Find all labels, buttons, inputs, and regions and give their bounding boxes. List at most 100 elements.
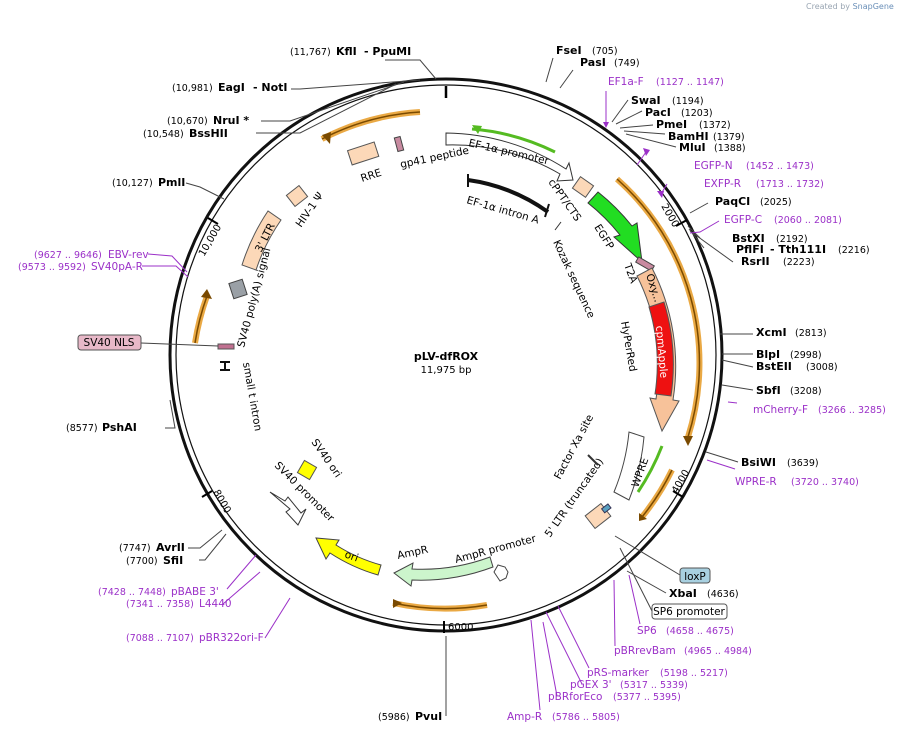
- pbrrevbam-pos: (4965 .. 4984): [684, 646, 752, 657]
- small-t-label: small t intron: [240, 361, 264, 432]
- gp41-label: gp41 peptide: [399, 145, 470, 171]
- ef1af-name: EF1a-F: [608, 76, 644, 88]
- sfii-name: SfiI: [163, 554, 183, 567]
- arrow-right-lower: [641, 469, 673, 518]
- paci-pos: (1203): [681, 108, 713, 119]
- kfli-pos: (11,767): [290, 47, 331, 58]
- cppt-box: [571, 175, 595, 199]
- pgex3-pos: (5317 .. 5339): [620, 680, 688, 691]
- pbrrevbam-name: pBRrevBam: [614, 645, 676, 657]
- eagi-pos: (10,981): [172, 83, 213, 94]
- arrowhead-left: [201, 289, 212, 299]
- bamhi-name: BamHI: [668, 130, 709, 143]
- plasmid-size: 11,975 bp: [421, 365, 472, 376]
- arrow-right: [616, 178, 701, 438]
- bsteii-pos: (3008): [806, 362, 838, 373]
- bsteii-name: BstEII: [756, 360, 792, 373]
- nrui-pos: (10,670): [167, 116, 208, 127]
- egfpc-pos: (2060 .. 2081): [774, 215, 842, 226]
- arrowhead-green-top: [472, 125, 482, 134]
- factor-xa-mark: [587, 454, 599, 466]
- paqci-name: PaqCI: [715, 195, 750, 208]
- kozak-mark: [554, 221, 562, 231]
- bsiwi-pos: (3639): [787, 458, 819, 469]
- pmli-pos: (10,127): [112, 178, 153, 189]
- pvui-name: PvuI: [415, 710, 442, 723]
- sp6promoter-leader: [619, 547, 653, 612]
- ebvrev-pos: (9627 .. 9646): [34, 250, 102, 261]
- snapgene-credit: Created by SnapGene: [806, 2, 894, 11]
- exfpr-pos: (1713 .. 1732): [756, 179, 824, 190]
- mcherryf-pos: (3266 .. 3285): [818, 405, 886, 416]
- cpmapple-box: [648, 301, 674, 397]
- pbrforeco-pos: (5377 .. 5395): [613, 692, 681, 703]
- pbr322orif-name: pBR322ori-F: [199, 632, 264, 644]
- pflfi-name: PflFI: [736, 243, 764, 256]
- ampr-label: AmpR: [396, 544, 429, 562]
- ampr-primer-pos: (5786 .. 5805): [552, 712, 620, 723]
- bsshii-name: BssHII: [189, 127, 228, 140]
- ltr5-blue-mark: [600, 503, 612, 514]
- gp41-box: [393, 135, 405, 153]
- loxp-text: loxP: [684, 571, 706, 583]
- ltr3-box: [241, 210, 282, 271]
- ebvrev-name: EBV-rev: [108, 249, 149, 261]
- enzyme-leaders: [165, 57, 754, 716]
- sv40par-pos: (9573 .. 9592): [18, 262, 86, 273]
- sp6promoter-text: SP6 promoter: [653, 606, 725, 618]
- pflfi-pos: (2216): [838, 245, 870, 256]
- paqci-pos: (2025): [760, 197, 792, 208]
- backbone-outer: [168, 77, 724, 633]
- rsrii-pos: (2223): [783, 257, 815, 268]
- rre-box: [346, 141, 380, 166]
- prsmarker-pos: (5198 .. 5217): [660, 668, 728, 679]
- band-top-left: [320, 109, 421, 142]
- primer-arrow-ef1af: [603, 122, 609, 128]
- mcherryf-name: mCherry-F: [753, 404, 808, 416]
- ef1a-promoter-arrow: [445, 132, 574, 182]
- plasmid-name: pLV-dfROX: [414, 350, 479, 363]
- pbr322orif-pos: (7088 .. 7107): [126, 633, 194, 644]
- xbai-name: XbaI: [669, 587, 697, 600]
- l4440-pos: (7341 .. 7358): [126, 599, 194, 610]
- small-t-intron-mark: [220, 361, 230, 371]
- loxp-leader: [614, 535, 681, 576]
- sv40nls-mark: [217, 343, 235, 350]
- noti-name: - NotI: [253, 81, 288, 94]
- pbabe3-pos: (7428 .. 7448): [98, 587, 166, 598]
- bsiwi-name: BsiWI: [741, 456, 776, 469]
- kozak-label: Kozak sequence: [550, 238, 597, 320]
- ori-label: ori: [343, 549, 360, 565]
- backbone-inner: [175, 84, 717, 626]
- rre-label: RRE: [359, 167, 383, 185]
- ori-arrow: [315, 537, 382, 576]
- wprer-name: WPRE-R: [735, 476, 777, 488]
- sv40polya-box: [228, 278, 248, 300]
- xbai-pos: (4636): [707, 589, 739, 600]
- pvui-pos: (5986): [378, 712, 410, 723]
- arrowhead-right-lower: [639, 513, 647, 521]
- arrowhead-top-left: [322, 132, 331, 144]
- scale-ticks: [201, 217, 688, 633]
- pgex3-name: pGEX 3': [570, 679, 612, 691]
- cpmapple-label: cpmApple: [653, 325, 670, 378]
- hyperred-label: HyPerRed: [618, 320, 639, 372]
- loxp-box-label: [679, 567, 711, 584]
- blpi-name: BlpI: [756, 348, 780, 361]
- egfpn-name: EGFP-N: [694, 160, 733, 172]
- ampr-arrow: [393, 556, 494, 587]
- kfli-name: KflI: [336, 45, 357, 58]
- pshai-name: PshAI: [102, 421, 137, 434]
- pmli-name: PmlI: [158, 176, 185, 189]
- ef1a-intron-bar: [467, 178, 550, 214]
- egfpc-name: EGFP-C: [724, 214, 762, 226]
- ef1a-intron-end: [544, 203, 550, 218]
- swai-pos: (1194): [672, 96, 704, 107]
- sv40par-name: SV40pA-R: [91, 261, 143, 273]
- sv40nls-text: SV40 NLS: [84, 337, 135, 349]
- avrii-name: AvrII: [156, 541, 185, 554]
- wpre-box: [613, 431, 645, 501]
- wprer-pos: (3720 .. 3740): [791, 477, 859, 488]
- sp6-name: SP6: [637, 625, 657, 637]
